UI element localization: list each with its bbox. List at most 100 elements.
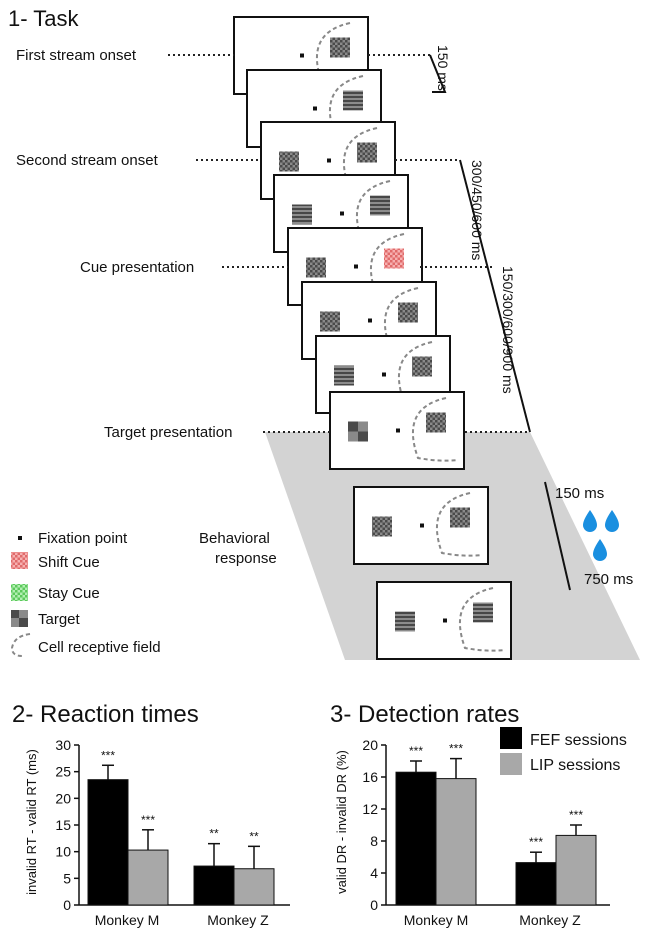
fixation-point bbox=[340, 211, 344, 216]
stream-stimulus bbox=[306, 257, 326, 278]
legend-swatch-lip bbox=[500, 753, 522, 775]
dr-xtick-monkey-m: Monkey M bbox=[404, 912, 469, 928]
reward-drops bbox=[583, 510, 619, 561]
stream-stimulus bbox=[334, 365, 354, 386]
stream-stimulus bbox=[473, 602, 493, 623]
y-tick-label: 0 bbox=[370, 897, 378, 913]
stream-stimulus bbox=[343, 90, 363, 111]
fixation-point bbox=[300, 53, 304, 58]
bar bbox=[233, 868, 275, 906]
fixation-point bbox=[313, 106, 317, 111]
bar bbox=[395, 771, 437, 906]
significance-label: *** bbox=[529, 835, 543, 849]
timing-t1: 150 ms bbox=[435, 45, 451, 91]
target-icon bbox=[11, 610, 28, 627]
bar bbox=[435, 778, 477, 906]
significance-label: *** bbox=[101, 748, 115, 762]
legend-fef-sessions: FEF sessions bbox=[530, 732, 627, 749]
receptive-field-outline bbox=[458, 587, 506, 652]
rt-ylabel: invalid RT - valid RT (ms) bbox=[24, 749, 39, 895]
timing-t4: 150 ms bbox=[555, 485, 604, 502]
dr-legend: FEF sessions LIP sessions bbox=[500, 727, 627, 775]
panel1-title: 1- Task bbox=[8, 6, 80, 31]
bar bbox=[555, 834, 597, 906]
y-tick-label: 20 bbox=[55, 790, 71, 806]
stream-stimulus bbox=[450, 507, 470, 528]
task-screen bbox=[376, 581, 512, 660]
rt-axis: 0 5 10 15 20 25 30 bbox=[55, 737, 290, 913]
legend-target: Target bbox=[38, 611, 81, 628]
significance-label: *** bbox=[449, 742, 463, 756]
legend-rf: Cell receptive field bbox=[38, 639, 161, 656]
y-tick-label: 5 bbox=[63, 870, 71, 886]
stream-stimulus bbox=[370, 195, 390, 216]
y-tick-label: 8 bbox=[370, 833, 378, 849]
label-target-presentation: Target presentation bbox=[104, 424, 232, 441]
significance-label: ** bbox=[209, 827, 219, 841]
receptive-field-icon bbox=[10, 633, 31, 657]
fixation-point bbox=[443, 618, 447, 623]
receptive-field-outline bbox=[435, 492, 483, 557]
bar bbox=[515, 862, 557, 906]
fixation-point bbox=[420, 523, 424, 528]
stream-stimulus bbox=[279, 151, 299, 172]
reaction-times-chart: invalid RT - valid RT (ms) 051015202530 … bbox=[24, 737, 290, 928]
leader-lines bbox=[168, 54, 530, 433]
y-tick-label: 30 bbox=[55, 737, 71, 753]
label-cue-presentation: Cue presentation bbox=[80, 259, 194, 276]
label-first-stream-onset: First stream onset bbox=[16, 47, 137, 64]
dr-bars: *** *** *** *** bbox=[395, 742, 597, 906]
panel3-title: 3- Detection rates bbox=[330, 701, 519, 728]
legend-swatch-fef bbox=[500, 727, 522, 749]
task-legend: Fixation point Shift Cue Stay Cue Target… bbox=[10, 530, 161, 657]
y-tick-label: 16 bbox=[362, 769, 378, 785]
y-tick-label: 4 bbox=[370, 865, 378, 881]
stream-stimulus bbox=[372, 516, 392, 537]
label-behavioral-response-1: Behavioral bbox=[199, 530, 270, 547]
significance-label: ** bbox=[249, 829, 259, 843]
significance-label: *** bbox=[141, 813, 155, 827]
significance-label: *** bbox=[569, 808, 583, 822]
panel2-title: 2- Reaction times bbox=[12, 701, 199, 728]
dr-xtick-monkey-z: Monkey Z bbox=[519, 912, 581, 928]
shift-cue-icon bbox=[11, 552, 28, 569]
bar bbox=[127, 849, 169, 906]
stream-stimulus bbox=[426, 412, 446, 433]
stream-stimulus bbox=[292, 204, 312, 225]
stream-stimulus bbox=[357, 142, 377, 163]
rt-xtick-monkey-m: Monkey M bbox=[95, 912, 160, 928]
stream-stimulus bbox=[330, 37, 350, 58]
bar bbox=[193, 865, 235, 906]
timing-t5: 750 ms bbox=[584, 571, 633, 588]
fixation-point bbox=[354, 264, 358, 269]
fixation-point bbox=[382, 372, 386, 377]
task-screen bbox=[329, 391, 465, 470]
stream-stimulus bbox=[320, 311, 340, 332]
y-tick-label: 25 bbox=[55, 764, 71, 780]
fixation-point bbox=[327, 158, 331, 163]
rt-xtick-monkey-z: Monkey Z bbox=[207, 912, 269, 928]
task-screen bbox=[353, 486, 489, 565]
stream-stimulus bbox=[412, 356, 432, 377]
rt-bars: ********** bbox=[87, 748, 275, 906]
timing-t3: 150/300/600/900 ms bbox=[500, 266, 516, 394]
y-tick-label: 15 bbox=[55, 817, 71, 833]
label-behavioral-response-2: response bbox=[215, 550, 277, 567]
y-tick-label: 10 bbox=[55, 844, 71, 860]
stream-stimulus bbox=[395, 611, 415, 632]
y-tick-label: 0 bbox=[63, 897, 71, 913]
bar bbox=[87, 779, 129, 906]
shift-cue-stimulus bbox=[384, 248, 404, 269]
label-second-stream-onset: Second stream onset bbox=[16, 152, 159, 169]
significance-label: *** bbox=[409, 744, 423, 758]
legend-shift-cue: Shift Cue bbox=[38, 554, 100, 571]
fixation-point-icon bbox=[18, 536, 22, 540]
timing-brackets bbox=[429, 54, 571, 591]
timing-t2: 300/450/600 ms bbox=[469, 160, 485, 260]
stay-cue-icon bbox=[11, 584, 28, 601]
dr-ylabel: valid DR - invalid DR (%) bbox=[334, 750, 349, 894]
legend-lip-sessions: LIP sessions bbox=[530, 757, 620, 774]
